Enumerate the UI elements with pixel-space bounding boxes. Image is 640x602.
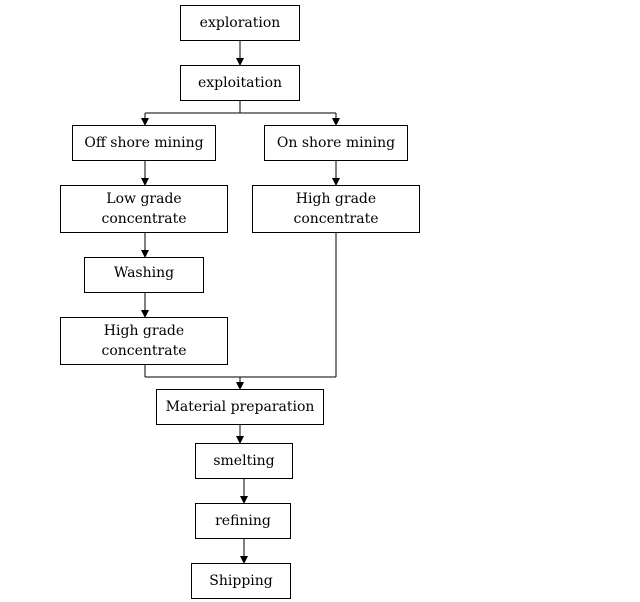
node-high-grade-concentrate-left-label: High grade concentrate [101,323,187,359]
node-onshore-mining-label: On shore mining [276,135,396,151]
node-smelting-label: smelting [213,453,275,469]
node-onshore-mining: On shore mining [264,125,408,161]
node-exploration: exploration [180,5,300,41]
node-exploitation: exploitation [180,65,300,101]
node-shipping-label: Shipping [209,573,273,589]
node-refining: refining [195,503,291,539]
node-exploration-label: exploration [199,15,281,31]
node-high-grade-concentrate-left: High grade concentrate [60,317,228,365]
node-low-grade-concentrate: Low grade concentrate [60,185,228,233]
node-offshore-mining-label: Off shore mining [84,135,204,151]
node-material-preparation: Material preparation [156,389,324,425]
node-high-grade-concentrate-right-label: High grade concentrate [293,191,379,227]
node-washing-label: Washing [113,265,175,281]
node-washing: Washing [84,257,204,293]
node-smelting: smelting [195,443,293,479]
node-material-preparation-label: Material preparation [165,399,315,415]
node-low-grade-concentrate-label: Low grade concentrate [101,191,187,227]
node-refining-label: refining [215,513,271,529]
node-high-grade-concentrate-right: High grade concentrate [252,185,420,233]
node-shipping: Shipping [191,563,291,599]
node-exploitation-label: exploitation [197,75,283,91]
node-offshore-mining: Off shore mining [72,125,216,161]
